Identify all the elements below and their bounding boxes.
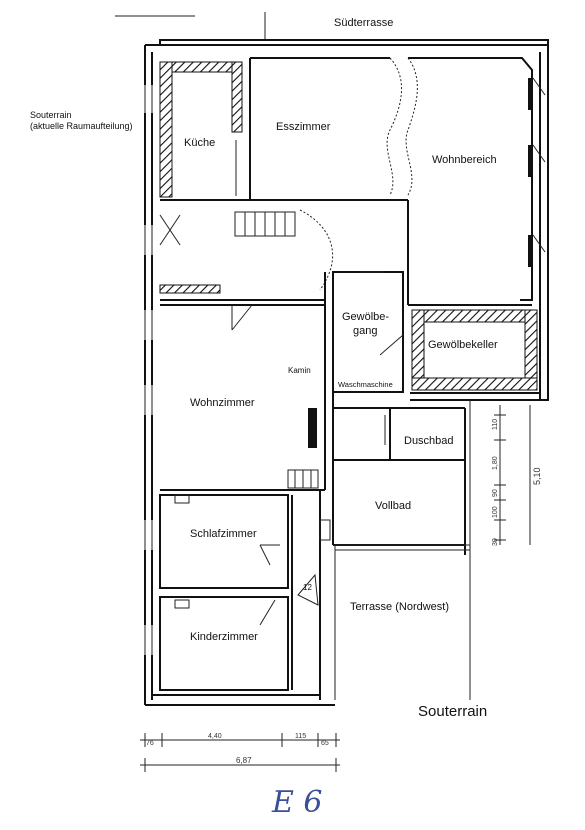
side-note-title: Souterrain [30,110,72,120]
stairs-hall [159,209,334,301]
dim-bottom-main: 4,40 [208,733,222,740]
stair-number: 12 [303,583,312,592]
dimension-bottom: 76 4,40 115 65 6,87 [140,733,340,772]
label-wohnzimmer: Wohnzimmer [190,397,255,409]
right-windows [528,77,546,267]
label-terrasse: Terrasse (Nordwest) [350,601,449,613]
room-esszimmer: Esszimmer [250,57,403,201]
room-duschbad: Duschbad [333,407,466,555]
outer-walls [144,39,549,706]
label-gewoelbekeller: Gewölbekeller [428,339,498,351]
dim-side-3: 90 [492,489,499,497]
room-kinderzimmer: Kinderzimmer [159,596,289,691]
handwritten-mark: E 6 [271,785,323,820]
footer-title: Souterrain [418,703,487,720]
label-waschmaschine: Waschmaschine [338,380,393,389]
dim-side-5: 30 [492,538,499,546]
label-esszimmer: Esszimmer [276,121,331,133]
dim-side-1: 110 [492,419,499,430]
bedroom-corridor: 12 [291,490,331,700]
room-wohnbereich: Wohnbereich [345,57,533,306]
room-gewoelbegang: Gewölbe- gang Waschmaschine [332,271,404,393]
label-wohnbereich: Wohnbereich [432,154,497,166]
dim-side-total: 5,10 [532,467,542,485]
dim-side-4: 100 [492,506,499,518]
label-suedterrasse: Südterrasse [334,17,393,29]
dim-bottom-total: 6,87 [236,756,252,765]
dim-bottom-right: 65 [321,740,329,747]
dim-bottom-mid: 115 [295,733,306,740]
label-gewoelbegang-1: Gewölbe- [342,311,389,323]
label-vollbad: Vollbad [375,500,411,512]
label-schlafzimmer: Schlafzimmer [190,528,257,540]
label-gewoelbegang-2: gang [353,325,377,337]
dim-bottom-left: 76 [146,740,154,747]
label-kueche: Küche [184,137,215,149]
label-kamin: Kamin [288,366,311,375]
room-vollbad: Vollbad [332,392,465,546]
room-schlafzimmer: Schlafzimmer [159,494,289,589]
label-duschbad: Duschbad [404,435,454,447]
room-kueche: Küche [159,58,251,201]
area-terrasse: Terrasse (Nordwest) [334,400,471,700]
dimension-side: 110 1,80 90 100 30 5,10 [492,405,542,546]
room-wohnzimmer: Kamin Wohnzimmer [160,272,326,491]
label-kinderzimmer: Kinderzimmer [190,631,258,643]
left-windows [143,85,154,655]
room-gewoelbekeller: Gewölbekeller [411,309,538,391]
side-note-subtitle: (aktuelle Raumaufteilung) [30,121,133,131]
dim-side-2: 1,80 [492,456,499,470]
